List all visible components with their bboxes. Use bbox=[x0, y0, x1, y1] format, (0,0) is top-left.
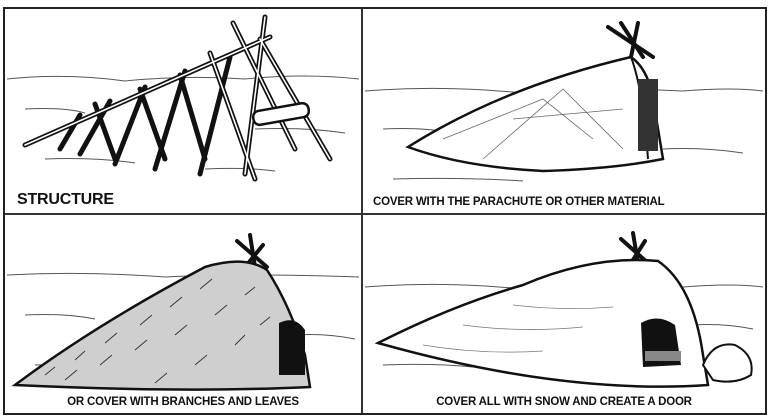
panel-branches: OR COVER WITH BRANCHES AND LEAVES bbox=[5, 215, 361, 413]
caption-snow: COVER ALL WITH SNOW AND CREATE A DOOR bbox=[363, 396, 765, 408]
panel-snow: COVER ALL WITH SNOW AND CREATE A DOOR bbox=[363, 215, 765, 413]
panel-parachute: COVER WITH THE PARACHUTE OR OTHER MATERI… bbox=[363, 9, 765, 213]
branches-illustration bbox=[5, 215, 361, 413]
caption-branches: OR COVER WITH BRANCHES AND LEAVES bbox=[5, 396, 361, 408]
horizontal-divider bbox=[5, 213, 765, 215]
vertical-divider bbox=[361, 9, 363, 413]
snow-illustration bbox=[363, 215, 765, 413]
caption-structure: STRUCTURE bbox=[17, 191, 114, 209]
panel-structure: STRUCTURE bbox=[5, 9, 361, 213]
parachute-illustration bbox=[363, 9, 765, 213]
caption-parachute: COVER WITH THE PARACHUTE OR OTHER MATERI… bbox=[373, 196, 664, 208]
illustration-frame: STRUCTURE COVER WITH TH bbox=[3, 7, 767, 415]
structure-illustration bbox=[5, 9, 361, 213]
